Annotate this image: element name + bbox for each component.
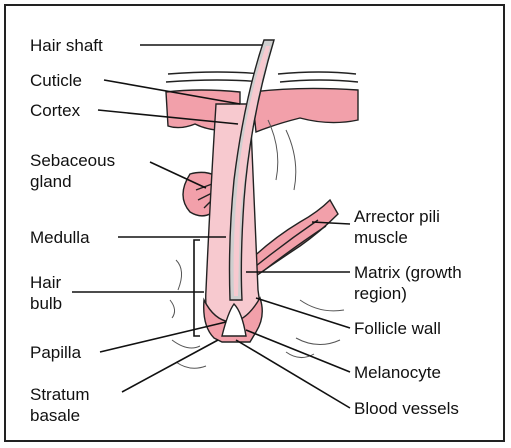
label-melanocyte: Melanocyte — [354, 362, 441, 383]
leader-stratum-basale — [122, 340, 218, 392]
leader-melanocyte — [246, 330, 350, 372]
bracket-hair-bulb — [194, 240, 200, 336]
label-matrix: Matrix (growth region) — [354, 262, 462, 304]
epidermis-right — [252, 88, 358, 132]
label-arrector-pili: Arrector pili muscle — [354, 206, 440, 248]
arrector-pili-shape — [244, 200, 338, 280]
label-stratum-basale: Stratum basale — [30, 384, 90, 426]
label-hair-shaft: Hair shaft — [30, 35, 103, 56]
label-hair-bulb: Hair bulb — [30, 272, 62, 314]
label-sebaceous-gland: Sebaceous gland — [30, 150, 115, 192]
leader-papilla — [100, 322, 226, 352]
leader-blood-vessels — [236, 340, 350, 408]
label-cuticle: Cuticle — [30, 70, 82, 91]
label-medulla: Medulla — [30, 227, 90, 248]
label-blood-vessels: Blood vessels — [354, 398, 459, 419]
label-papilla: Papilla — [30, 342, 81, 363]
label-follicle-wall: Follicle wall — [354, 318, 441, 339]
label-cortex: Cortex — [30, 100, 80, 121]
